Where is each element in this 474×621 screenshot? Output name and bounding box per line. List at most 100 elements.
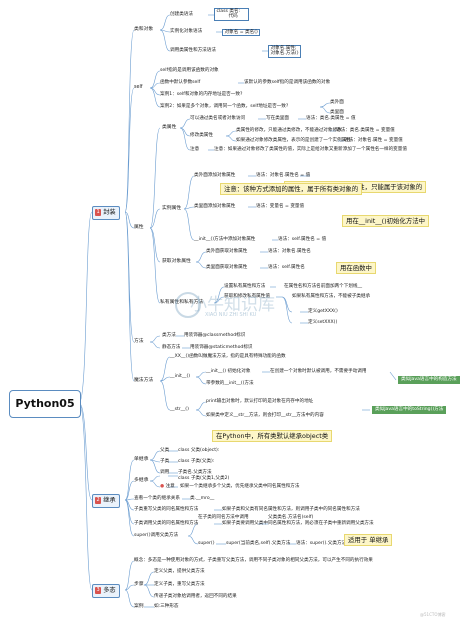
get-attr-label: 获取对象属性 [162, 259, 191, 264]
multi-inherit: 多继承 [134, 478, 149, 483]
mro-label: 查看一个类的继承关系 [134, 496, 180, 501]
super-label: super()调用父类方法 [134, 533, 179, 538]
magic-init-item: __init__() 初始化对象 [206, 369, 251, 374]
topic-label: 多态 [103, 587, 116, 594]
inside-add-note: 注意：该种方式添加的属性，属于所有类对象的 [220, 183, 363, 195]
outside-add-syntax: 语法：对象名.属性名 = 值 [256, 173, 311, 178]
poly-step: 定义子类，重写父类方法 [154, 582, 205, 587]
magic-str: __str__() [170, 407, 189, 412]
single-item: 调用 [160, 470, 170, 475]
init-note: 用在__init__()初始化方法中 [342, 215, 429, 227]
init-add-syntax: 语法：self.属性名 = 值 [278, 237, 327, 242]
magic-intro: __XX__()函数叫做魔法方法，指的是具有特殊功能的函数 [170, 354, 286, 359]
get-func-note: 用在函数中 [336, 262, 376, 274]
self-item: 案例1：self和对象的内存地址是否一致? [160, 92, 243, 97]
watermark: 小牛知识库 [190, 295, 275, 315]
modify-via-object: 如果通过对象修改类属性，表示的是创建了一个实例属性 [236, 138, 351, 143]
class-method: 类方法 [162, 333, 176, 338]
class-method-desc: 用装饰器@classmethod标识 [184, 333, 246, 338]
self-case-a: 类外面 [330, 100, 344, 105]
call-code: 对象名.属性;对象名.方法() [268, 45, 302, 58]
call-syntax: 调用类属性和方法语法 [170, 48, 216, 53]
magic-init-item: 带参数的__init__()方法 [206, 381, 254, 386]
private-fn-get: 定义getXXX() [308, 309, 338, 314]
code-line: 代码 [228, 14, 238, 20]
single-item: 父类 [160, 448, 170, 453]
create-class-code: class 类名:代码 [214, 8, 249, 21]
single-code: class 子类(父类): [178, 459, 215, 464]
instance-attr-label: 实例属性 [162, 206, 182, 211]
topic-label: 封装 [103, 209, 116, 216]
class-attr-item: 可以通过类名或者对象访问 [190, 116, 246, 121]
single-item: 子类 [160, 459, 170, 464]
poly-case: 案例 [134, 604, 144, 609]
call-parent-desc: 如果子类要调用父类中同名属性和方法，则必须在子类中重新调用父类方法 [222, 521, 374, 526]
init-add-attr: __init__()方法中添加对象属性 [194, 237, 256, 242]
poly-steps: 步骤 [134, 582, 144, 587]
self-item: self指的是调用该函数的对象 [160, 68, 219, 73]
object-inherit-note: 在Python中，所有类默认继承object类 [212, 430, 333, 442]
magic-str-b: 如果类中定义__str__方法，则会打印__str__方法中的内容 [206, 413, 324, 418]
section-magic-methods: 魔法方法 [134, 378, 154, 383]
class-attr-syntax: 语法：类名.类属性 = 值 [306, 116, 356, 121]
super-code: 语法：super().父类方法 [296, 541, 347, 546]
instantiate-syntax: 实例化对象语法 [170, 29, 203, 34]
code-line: 对象名.方法() [270, 51, 299, 57]
topic-number: 3 [95, 586, 102, 594]
topic-number: 1 [95, 208, 102, 216]
single-inherit: 单继承 [134, 457, 149, 462]
private-get: 获取和修改私有属性值 [224, 294, 270, 299]
poly-concept: 概念：多态是一种使用对象的方式，子类重写父类方法，调用不同子类对象的相同父类方法… [134, 558, 373, 563]
poly-step: 传递子类对象给调用者，返回不同的结果 [154, 594, 237, 599]
warning-icon: ● [160, 484, 165, 489]
topic-label: 继承 [103, 497, 116, 504]
self-item: 案例2：如果是多个对象，调用同一个函数，self地址是否一致? [160, 104, 289, 109]
super-item: super() [198, 541, 215, 546]
override-desc: 如果子类和父类有同名属性和方法，则调用子类中的同名属性和方法 [222, 507, 360, 512]
private-fn-set: 定义setXXX() [308, 320, 338, 325]
static-method-desc: 用装饰器@staticmethod标识 [190, 345, 253, 350]
watermark-logo-icon [175, 292, 201, 318]
class-attr-note: 注意：如果通过对象修改了类属性的值，实际上是给对象又重新添加了一个属性名一样的变… [214, 147, 407, 152]
self-default-desc: 该默认的参数self指的是调用该函数的对象 [244, 80, 331, 85]
code-line: 对象名.属性; [270, 46, 297, 51]
multi-note: 如果一个类继承多个父类，优先继承父类中同名属性和方法 [180, 484, 300, 489]
poly-step: 定义父类，提供父类方法 [154, 569, 205, 574]
super-code: 父类类名.方法名(self) [268, 515, 314, 520]
multi-code: class 子类(父类1,父类2) [178, 476, 230, 481]
super-note: 适用于 单继承 [344, 534, 393, 546]
private-note: 如果私有属性和方法，不能被子类继承 [292, 294, 371, 299]
super-item: 在子类的同名方法中调用 [198, 515, 249, 520]
get-outside: 类外面获取对象属性 [206, 249, 248, 254]
root-node: Python05 [9, 390, 81, 418]
private-set: 设置私有属性和方法 [224, 284, 266, 289]
section-class-object: 类和对象 [134, 27, 154, 32]
magic-init-desc: 在创建一个对象时默认被调用，不需要手动调用 [270, 369, 367, 374]
call-parent-label: 子类调用父类的同名属性和方法 [134, 521, 199, 526]
credit: @51CTO博客 [420, 612, 446, 617]
poly-case-desc: 如:三种形态 [154, 604, 179, 609]
inside-add-attr: 类里面添加对象属性 [194, 204, 236, 209]
multi-item-label: 注意 [165, 484, 175, 489]
section-methods: 方法 [134, 339, 144, 344]
single-code: class 父类(object): [178, 448, 220, 453]
modify-via-class: 类属性的修改，只能通过类修改，不能通过对象修改 [236, 128, 342, 133]
section-attributes: 属性 [134, 225, 144, 230]
watermark-sub: XIAO NIU ZHI SHI KU [205, 312, 257, 318]
create-class-syntax: 创建类语法 [170, 12, 193, 17]
static-method: 静态方法 [162, 345, 181, 350]
magic-init: __init__() [170, 374, 191, 379]
magic-str-a: print输出对象时，默认打印的是对象在内存中的地址 [206, 399, 314, 404]
super-code2: super(当前类名,self).父类方法 [226, 541, 291, 546]
section-self: self [134, 85, 143, 90]
override-label: 子类重写父类的同名属性和方法 [134, 507, 199, 512]
inside-add-syntax: 语法：变量名 = 变量值 [256, 204, 305, 209]
outside-add-attr: 类外面添加对象属性 [194, 173, 236, 178]
self-item: 函数中默认参数self [160, 80, 201, 85]
get-inside-syntax: 语法：self.属性名 [268, 265, 305, 270]
str-java-note: 类似Java语言中的toString()方法 [372, 406, 447, 414]
self-case-b: 类里面 [330, 110, 344, 115]
